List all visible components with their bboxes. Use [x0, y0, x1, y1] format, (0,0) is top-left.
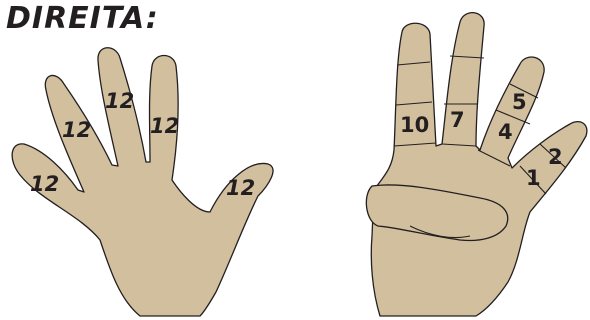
left-middle-label: 12: [105, 89, 134, 113]
right-thumb-tip-label: 2: [548, 145, 563, 169]
right-hand: 10 7 4 5 1 2: [366, 13, 587, 316]
right-middle-label: 7: [450, 108, 465, 132]
left-ring-label: 12: [62, 118, 91, 142]
left-index-label: 12: [150, 114, 179, 138]
left-pinky-label: 12: [30, 172, 59, 196]
right-index-mid-label: 4: [498, 120, 513, 144]
right-thumb-base-label: 1: [526, 166, 541, 190]
right-index-tip-label: 5: [512, 90, 527, 114]
left-hand: 12 12 12 12 12: [12, 48, 273, 316]
left-thumb-label: 12: [226, 176, 255, 200]
right-ring-label: 10: [400, 113, 429, 137]
